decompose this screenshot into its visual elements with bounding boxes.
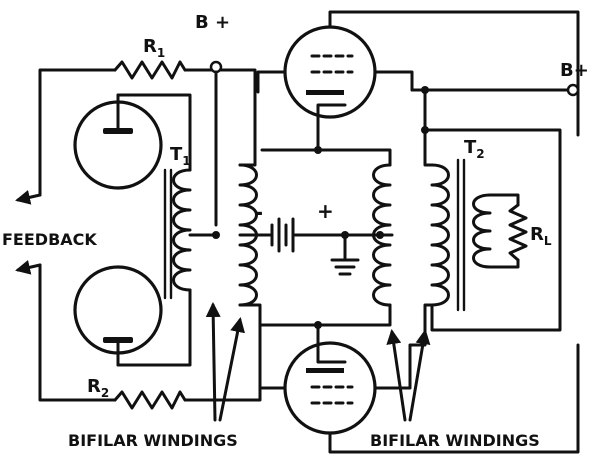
label-t1: T1 [170, 144, 191, 168]
wire-top-left [38, 68, 257, 197]
terminal-icon [566, 83, 580, 97]
wire-upper-tube-to-t1 [116, 93, 192, 172]
label-bplus-right: B+ [560, 60, 589, 81]
battery-icon [260, 217, 382, 253]
bifilar-arrows-left [205, 302, 246, 422]
arrow-icon [15, 190, 42, 205]
resistor-icon [113, 390, 187, 410]
wire-lower-tube-plate [328, 343, 580, 454]
label-battery-minus: - [254, 201, 263, 226]
resistor-icon [113, 60, 187, 80]
coil-icon [430, 163, 450, 307]
wire-cathode-lower [316, 303, 392, 357]
vacuum-tube-icon [73, 93, 163, 190]
wire-upper-tube-grid [256, 70, 287, 94]
right-bifilar-windings [372, 163, 394, 307]
label-t2: T2 [464, 137, 485, 161]
wire-right-feed-upper [423, 128, 562, 332]
lower-output-tube [260, 341, 580, 454]
wire-bifilar-left-bottom [238, 303, 262, 387]
vacuum-tube-icon [283, 25, 377, 119]
ground-icon [330, 233, 360, 276]
left-bifilar-windings [238, 93, 264, 387]
label-r2: R2 [87, 376, 109, 400]
wire-bottom-left [38, 263, 262, 402]
wire-upper-tube-right [373, 70, 414, 92]
label-rl: RL [530, 224, 552, 248]
wire-bifilar-left-top [238, 93, 257, 167]
vacuum-tube-icon [283, 341, 377, 435]
label-battery-plus: + [317, 199, 334, 223]
t2-transformer [408, 88, 528, 372]
label-bifilar-right: BIFILAR WINDINGS [370, 431, 540, 450]
wire-upper-tube-plate [328, 10, 580, 137]
upper-output-tube [256, 10, 580, 137]
coil-icon [472, 193, 492, 269]
label-bifilar-left: BIFILAR WINDINGS [68, 431, 238, 450]
coil-icon [172, 168, 192, 292]
wire-lower-tube-right [373, 368, 412, 390]
vacuum-tube-icon [73, 265, 163, 367]
bifilar-arrows-right [386, 329, 431, 422]
label-r1: R1 [143, 36, 165, 60]
wire-cathode-upper [316, 110, 392, 167]
wire-load-bottom [488, 258, 520, 269]
arrow-icon [15, 260, 42, 275]
right-supply [421, 83, 580, 332]
wire-load-top [488, 193, 520, 207]
left-input-section [15, 60, 262, 410]
resistor-icon [508, 203, 528, 262]
wire-lower-tube-to-t1 [116, 288, 192, 367]
label-feedback: FEEDBACK [2, 230, 97, 249]
label-bplus-left: B + [195, 12, 230, 33]
coil-icon [372, 163, 392, 307]
